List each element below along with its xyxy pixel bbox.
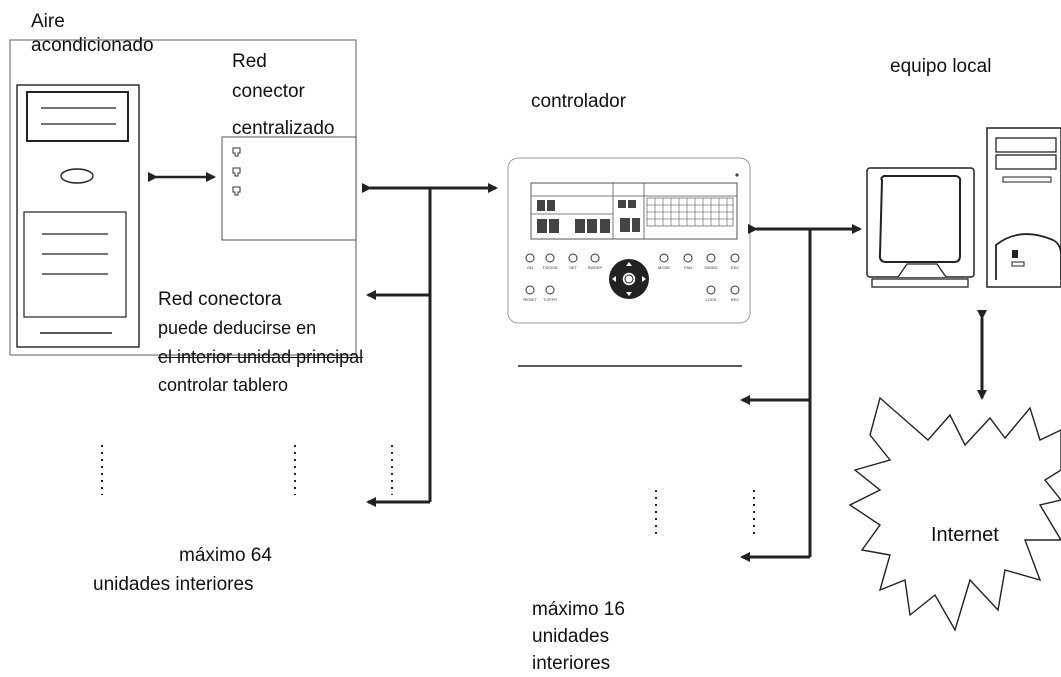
- controller-button-label: T.OFFP: [543, 297, 557, 302]
- controller-button-label: SET: [569, 265, 577, 270]
- controller-button-label: REC: [731, 297, 740, 302]
- label-max64-line2: unidades interiores: [93, 574, 254, 595]
- controller-button-label: SWING: [704, 265, 718, 270]
- controller-button-label: ON: [527, 265, 533, 270]
- label-controller: controlador: [531, 91, 627, 112]
- label-rc-line3: el interior unidad principal: [158, 347, 364, 367]
- controller-button-label: SWEEP: [588, 265, 603, 270]
- controller-button-icon: [706, 253, 716, 263]
- controller-buttons-row1: ON T.NOON SET SWEEP MODE FAN SWING ESC: [525, 253, 740, 270]
- left-bus-lines: [362, 183, 498, 507]
- controller-button-icon: [545, 285, 555, 295]
- controller-button-label: LOCK: [706, 297, 717, 302]
- label-internet: Internet: [931, 524, 999, 546]
- internet-starburst-icon: [848, 396, 1061, 632]
- controller-button-icon: [525, 285, 535, 295]
- controller-buttons-row2: RESET T.OFFP LOCK REC: [523, 285, 740, 302]
- label-max-16: máximo 16 unidades interiores: [532, 596, 625, 677]
- controller-button-icon: [590, 253, 600, 263]
- label-rc-line1: Red conectora: [158, 289, 282, 310]
- controller-button-icon: [706, 285, 716, 295]
- label-air-conditioner: Aire acondicionado: [31, 10, 154, 58]
- controller-button-label: T.NOON: [542, 265, 557, 270]
- label-air-line1: Aire: [31, 11, 65, 32]
- controller-button-icon: [545, 253, 555, 263]
- label-red-line1: Red: [232, 51, 267, 72]
- local-computer-icon: [866, 127, 1061, 288]
- label-connector-network: Red conectora puede deducirse en: [158, 285, 316, 343]
- controller-button-icon: [683, 253, 693, 263]
- label-max16-line2: unidades: [532, 626, 610, 647]
- controller-device-icon: [507, 157, 751, 324]
- controller-button-icon: [730, 253, 740, 263]
- controller-button-label: FAN: [684, 265, 692, 270]
- controller-button-label: RESET: [523, 297, 537, 302]
- connector-box-icon: [221, 136, 357, 241]
- label-air-line2: acondicionado: [31, 35, 154, 56]
- label-rc-line2: puede deducirse en: [158, 318, 317, 338]
- label-red-line3: centralizado: [232, 118, 335, 139]
- left-ellipsis-dots: [101, 445, 393, 495]
- label-local-equipment: equipo local: [890, 56, 992, 77]
- label-max16-line1: máximo 16: [532, 599, 625, 620]
- controller-button-icon: [568, 253, 578, 263]
- controller-button-icon: [730, 285, 740, 295]
- controller-button-icon: [525, 253, 535, 263]
- right-ellipsis-dots: [655, 490, 755, 538]
- controller-button-label: ESC: [731, 265, 739, 270]
- right-bus-lines: [740, 224, 862, 562]
- controller-button-icon: [659, 253, 669, 263]
- label-red-line2: conector: [232, 81, 305, 102]
- label-max64-line1: máximo 64: [179, 545, 272, 566]
- label-max16-line3: interiores: [532, 653, 611, 674]
- label-max-64: máximo 64 unidades interiores: [93, 541, 272, 599]
- indoor-unit-icon: [16, 84, 140, 348]
- label-rc-line4: controlar tablero: [158, 375, 289, 395]
- controller-button-label: MODE: [658, 265, 670, 270]
